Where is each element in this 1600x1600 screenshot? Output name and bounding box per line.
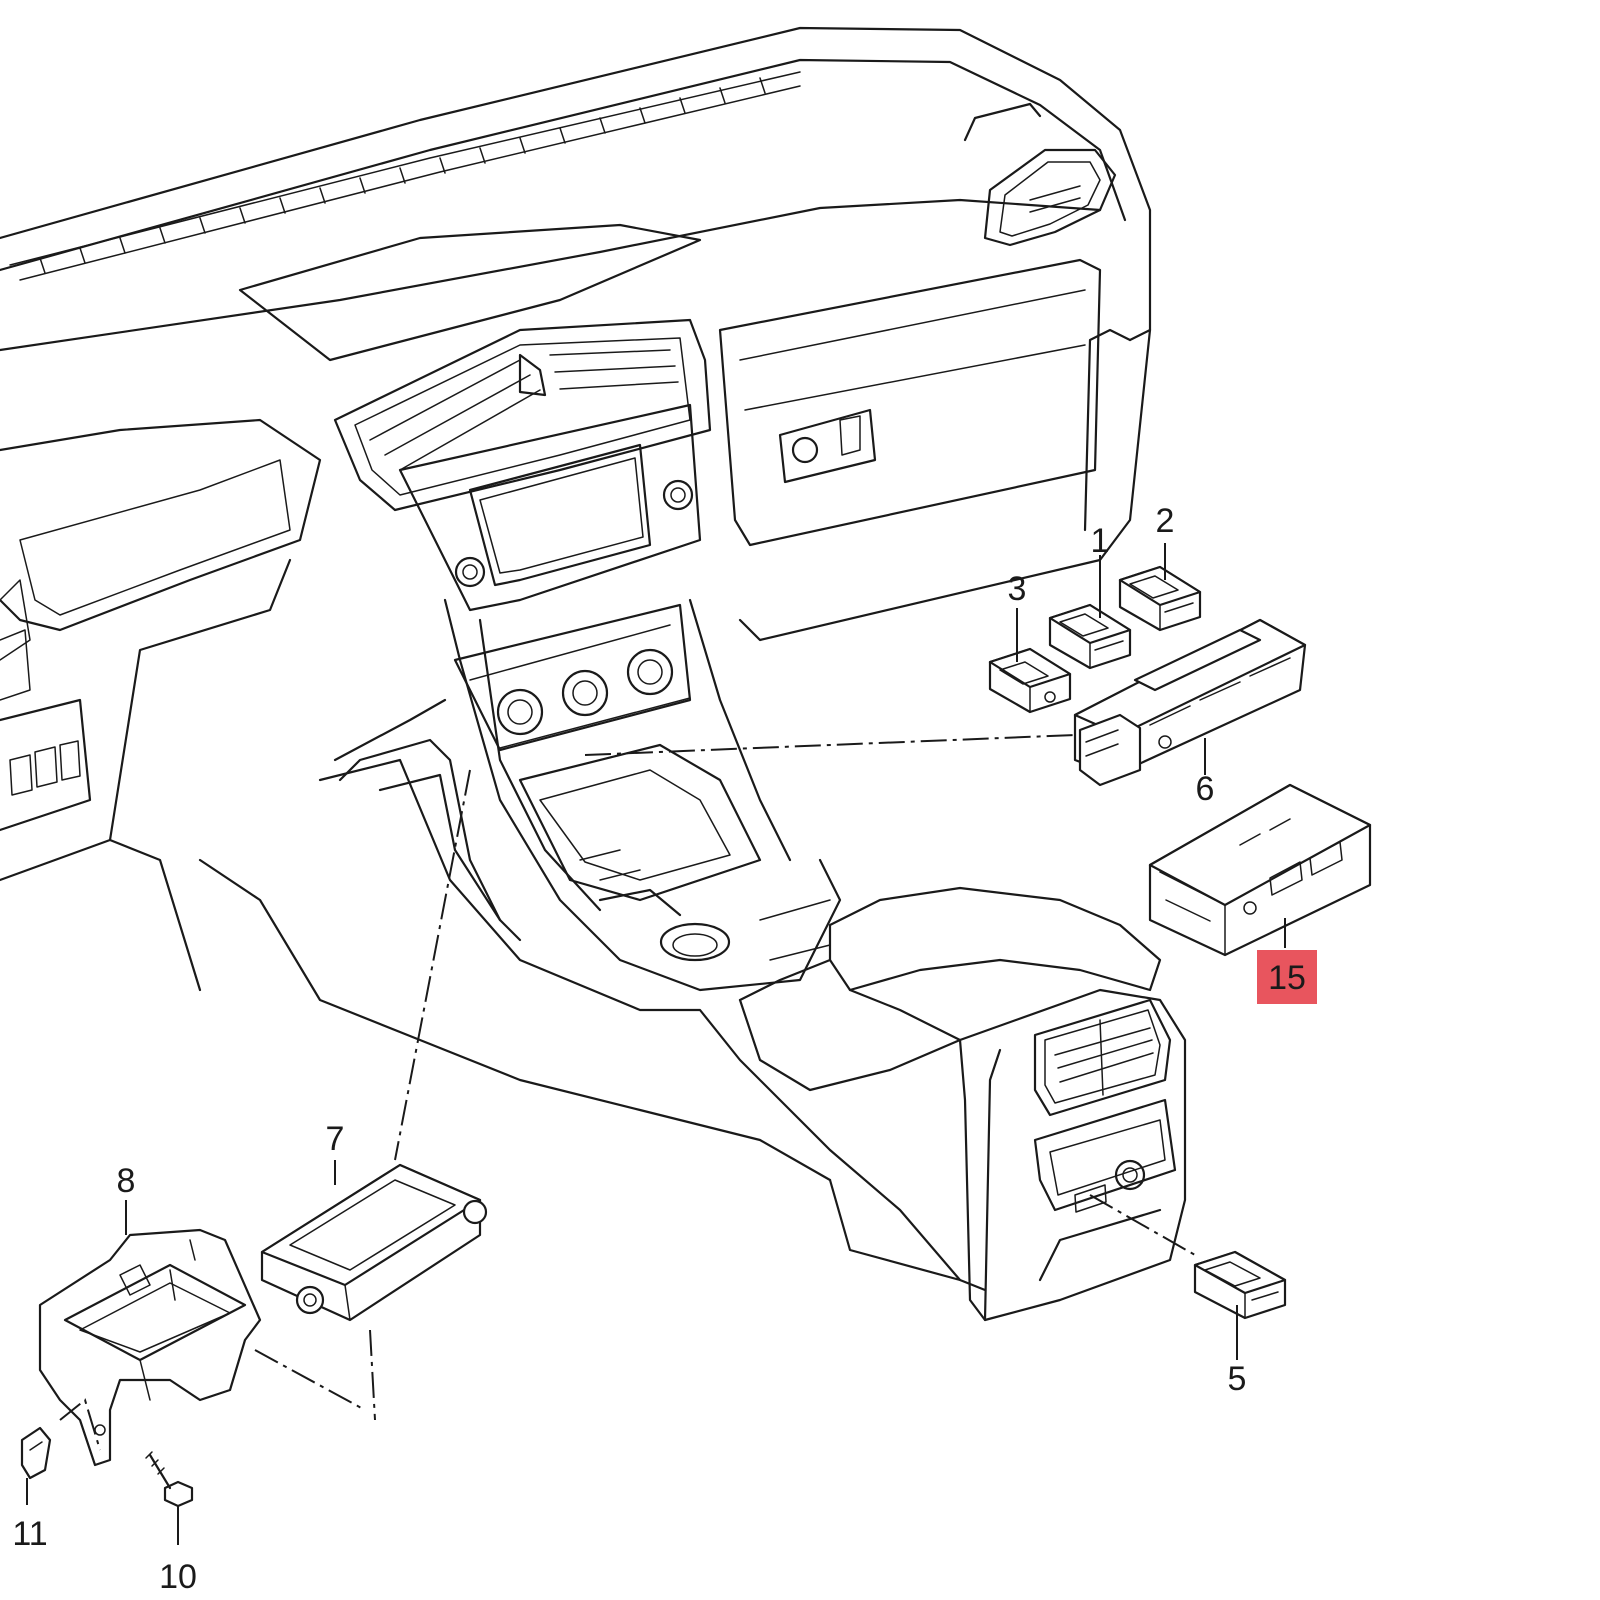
part-8-bracket (38, 1228, 262, 1467)
leader-lines (26, 543, 1286, 1545)
callout-labels: 1 2 3 6 15 5 7 8 10 11 (12, 502, 1306, 1596)
part-1-usb-socket (1048, 603, 1132, 670)
part-5-usb-socket (1193, 1250, 1287, 1320)
part-15-module (1148, 783, 1372, 957)
part-2-usb-socket (1118, 565, 1202, 632)
callout-8: 8 (117, 1162, 136, 1200)
part-3-socket (988, 647, 1072, 714)
highlight-box-15 (1257, 950, 1317, 1004)
callout-2: 2 (1156, 502, 1175, 540)
callout-15: 15 (1268, 959, 1306, 997)
part-11-clip (20, 1426, 52, 1480)
part-10-screw (145, 1451, 194, 1508)
part-7-control-unit (260, 1163, 488, 1322)
callout-10: 10 (159, 1558, 197, 1596)
callout-3: 3 (1008, 570, 1027, 608)
defrost-vent-slats (39, 77, 766, 274)
callout-7: 7 (326, 1120, 345, 1158)
part-6-socket-bracket (1073, 618, 1307, 787)
callout-5: 5 (1228, 1360, 1247, 1398)
dashboard-drawing (0, 26, 1187, 1322)
callout-1: 1 (1091, 522, 1110, 560)
callout-11: 11 (12, 1515, 47, 1553)
callout-6: 6 (1196, 770, 1215, 808)
installation-dash-lines (59, 734, 1196, 1451)
